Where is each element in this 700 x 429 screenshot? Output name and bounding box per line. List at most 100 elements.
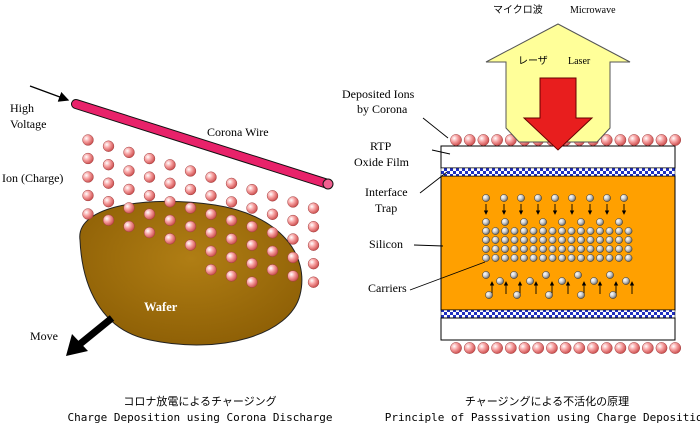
carrier bbox=[586, 194, 594, 202]
carrier bbox=[567, 245, 576, 253]
oxide-film-bottom bbox=[440, 317, 676, 341]
ion-particle bbox=[205, 208, 217, 220]
ion-particle bbox=[307, 239, 320, 251]
carrier bbox=[520, 218, 528, 226]
ion-particle bbox=[225, 214, 238, 227]
ion-particle bbox=[82, 208, 94, 220]
ion-particle bbox=[246, 276, 258, 288]
carrier bbox=[558, 254, 566, 262]
passivation-principle: マイクロ波 Microwave レーザ Laser Deposited Ions… bbox=[342, 3, 682, 354]
carrier bbox=[520, 227, 528, 235]
ion-particle bbox=[123, 183, 135, 196]
carrier bbox=[501, 245, 509, 253]
carrier bbox=[548, 227, 557, 235]
carrier bbox=[606, 271, 614, 279]
ion-particle bbox=[307, 221, 320, 233]
ion-particle bbox=[123, 146, 135, 159]
move-arrow bbox=[66, 315, 115, 356]
interface-trap-label: Interface bbox=[365, 185, 408, 199]
carrier bbox=[548, 245, 557, 253]
laser-label-jp: レーザ bbox=[518, 55, 548, 67]
carrier bbox=[577, 254, 585, 262]
ion-particle bbox=[287, 270, 299, 282]
deposited-ion bbox=[463, 134, 476, 146]
deposited-ion bbox=[655, 134, 668, 146]
deposited-ion bbox=[450, 342, 462, 354]
ion-particle bbox=[266, 190, 279, 202]
carrier bbox=[491, 236, 500, 244]
carrier-grid bbox=[482, 194, 635, 299]
ion-particle bbox=[102, 177, 115, 189]
ion-particle bbox=[246, 220, 258, 233]
carrier bbox=[574, 271, 582, 279]
carrier bbox=[596, 254, 604, 262]
deposited-ion bbox=[477, 134, 490, 146]
deposited-ion bbox=[655, 342, 668, 354]
ion-particle bbox=[225, 251, 238, 264]
left-caption-jp: コロナ放電によるチャージング bbox=[123, 394, 276, 408]
carrier bbox=[605, 227, 614, 235]
carrier bbox=[520, 245, 528, 253]
ion-particle bbox=[164, 196, 176, 208]
carrier bbox=[577, 227, 585, 235]
deposited-ion bbox=[491, 342, 503, 354]
carrier bbox=[482, 218, 490, 226]
deposited-ions-label: Deposited Ions bbox=[342, 87, 415, 101]
wafer-label: Wafer bbox=[144, 300, 178, 314]
deposited-ion bbox=[641, 342, 654, 354]
carrier bbox=[558, 245, 566, 253]
silicon-label: Silicon bbox=[369, 237, 403, 251]
carrier bbox=[539, 245, 547, 253]
carrier bbox=[539, 218, 547, 226]
ion-particle bbox=[143, 152, 156, 165]
carrier bbox=[558, 236, 566, 244]
ion-particle bbox=[82, 171, 94, 183]
deposited-ion bbox=[491, 134, 503, 146]
carrier bbox=[510, 271, 518, 279]
carrier bbox=[510, 236, 519, 244]
deposited-ion bbox=[614, 342, 627, 354]
carrier bbox=[529, 245, 538, 253]
carrier bbox=[596, 218, 604, 226]
carrier bbox=[596, 236, 604, 244]
ion-particle bbox=[246, 202, 258, 214]
carrier bbox=[482, 254, 490, 262]
ion-particle bbox=[225, 196, 238, 208]
ion-particle bbox=[287, 196, 299, 208]
deposited-ion bbox=[559, 342, 572, 354]
carrier bbox=[603, 194, 611, 202]
ion-particle bbox=[123, 220, 135, 233]
ion-cloud bbox=[82, 134, 320, 288]
deposited-ion bbox=[628, 342, 640, 354]
ion-particle bbox=[266, 208, 279, 220]
ion-particle bbox=[266, 227, 279, 239]
wafer bbox=[79, 200, 303, 346]
high-voltage-label: High bbox=[10, 101, 34, 115]
deposited-ions-bottom bbox=[450, 342, 682, 354]
carriers-label: Carriers bbox=[368, 281, 407, 295]
carrier bbox=[624, 236, 633, 244]
carrier bbox=[500, 194, 508, 202]
deposited-ion bbox=[600, 134, 613, 146]
ion-particle bbox=[184, 202, 197, 214]
carrier bbox=[586, 227, 595, 235]
carrier bbox=[545, 291, 553, 299]
carrier bbox=[577, 245, 585, 253]
carrier bbox=[529, 227, 538, 235]
interface-trap-label-2: Trap bbox=[375, 201, 397, 215]
carrier bbox=[482, 227, 490, 235]
carrier bbox=[558, 218, 566, 226]
carrier bbox=[586, 245, 595, 253]
ion-particle bbox=[307, 202, 320, 214]
ion-particle bbox=[205, 190, 217, 202]
deposited-ion bbox=[614, 134, 627, 146]
rtp-label: RTP bbox=[370, 139, 392, 153]
carrier bbox=[590, 277, 598, 285]
ion-particle bbox=[287, 214, 299, 227]
carrier bbox=[568, 194, 576, 202]
ion-particle bbox=[307, 276, 320, 288]
ion-particle bbox=[225, 177, 238, 190]
corona-wire-label: Corona Wire bbox=[207, 125, 269, 139]
left-caption-en: Charge Deposition using Corona Discharge bbox=[68, 411, 333, 424]
